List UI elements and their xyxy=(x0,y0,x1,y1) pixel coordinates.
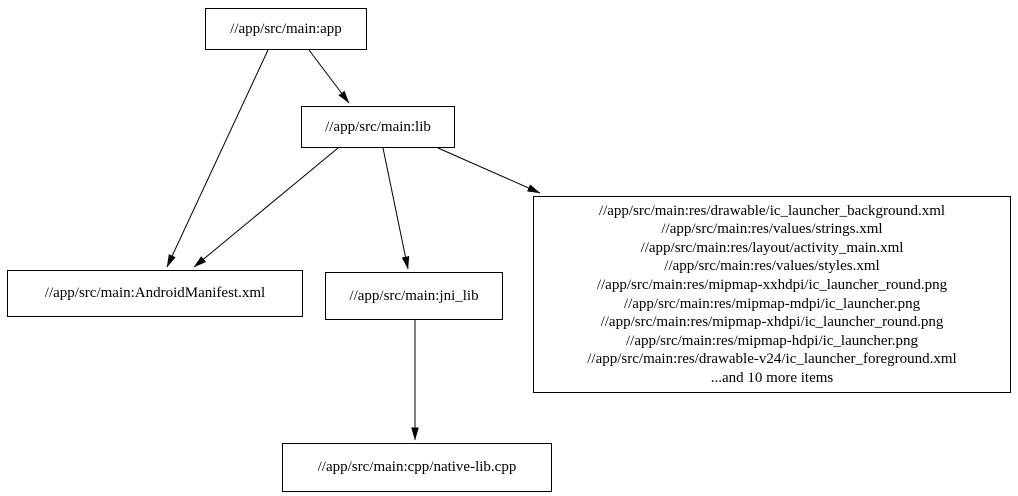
edge-lib-to-android-manifest xyxy=(193,147,339,268)
edge-app-to-lib xyxy=(308,49,350,104)
node-native-lib-cpp-label: //app/src/main:cpp/native-lib.cpp xyxy=(317,459,517,475)
edge-lib-to-jni-lib xyxy=(382,147,410,270)
res-group-line: //app/src/main:res/mipmap-xxhdpi/ic_laun… xyxy=(596,276,948,293)
node-app: //app/src/main:app xyxy=(205,8,367,50)
res-group-line: //app/src/main:res/values/styles.xml xyxy=(664,258,880,275)
node-res-group: //app/src/main:res/drawable/ic_launcher_… xyxy=(533,196,1011,393)
res-group-line: //app/src/main:res/layout/activity_main.… xyxy=(640,239,904,256)
res-group-line: //app/src/main:res/mipmap-mdpi/ic_launch… xyxy=(623,295,921,312)
node-native-lib-cpp: //app/src/main:cpp/native-lib.cpp xyxy=(282,443,552,492)
node-app-label: //app/src/main:app xyxy=(230,20,342,37)
edge-app-to-android-manifest xyxy=(166,49,269,268)
node-jni-lib: //app/src/main:jni_lib xyxy=(325,272,503,320)
res-group-line: //app/src/main:res/mipmap-xhdpi/ic_launc… xyxy=(600,314,944,331)
res-group-line: //app/src/main:res/mipmap-hdpi/ic_launch… xyxy=(625,332,918,349)
edge-lib-to-res-group xyxy=(437,147,541,194)
node-lib: //app/src/main:lib xyxy=(301,106,455,148)
res-group-line: //app/src/main:res/drawable-v24/ic_launc… xyxy=(587,351,957,368)
node-lib-label: //app/src/main:lib xyxy=(325,118,431,135)
res-group-line: //app/src/main:res/values/strings.xml xyxy=(661,221,883,238)
res-group-more-items: ...and 10 more items xyxy=(710,369,834,386)
node-android-manifest-label: //app/src/main:AndroidManifest.xml xyxy=(44,285,266,301)
node-android-manifest: //app/src/main:AndroidManifest.xml xyxy=(7,270,303,317)
res-group-line: //app/src/main:res/drawable/ic_launcher_… xyxy=(598,202,946,219)
node-jni-lib-label: //app/src/main:jni_lib xyxy=(349,287,479,304)
